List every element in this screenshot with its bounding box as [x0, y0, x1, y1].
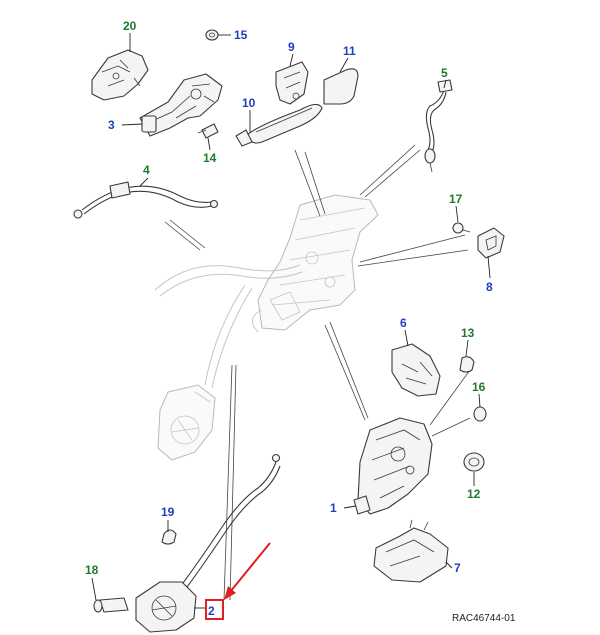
callout-2-highlight-box: [205, 599, 224, 620]
callout-5[interactable]: 5: [441, 66, 448, 80]
part-14-screw: [197, 123, 219, 139]
callout-11[interactable]: 11: [343, 44, 356, 58]
part-16-cap: [473, 406, 487, 422]
part-19-plug: [161, 529, 177, 545]
part-11-handle-cap: [323, 68, 359, 105]
part-20-cover: [91, 49, 149, 101]
part-2-actuator: [93, 453, 281, 633]
callout-17[interactable]: 17: [449, 192, 463, 206]
part-12-grommet: [463, 452, 485, 472]
part-8-striker: [477, 227, 505, 259]
part-13-cap: [459, 356, 475, 373]
callout-14[interactable]: 14: [203, 151, 217, 165]
ghost-cables: [154, 264, 303, 389]
callout-13[interactable]: 13: [461, 326, 475, 340]
callout-1[interactable]: 1: [330, 501, 337, 515]
callout-9[interactable]: 9: [288, 40, 295, 54]
callout-16[interactable]: 16: [472, 380, 486, 394]
part-6-latch-cover: [391, 343, 441, 397]
part-9-handle-insert: [275, 61, 309, 105]
callout-6[interactable]: 6: [400, 316, 407, 330]
leader-lines: [91, 33, 491, 609]
ghost-actuator: [157, 384, 216, 461]
callout-10[interactable]: 10: [242, 96, 256, 110]
part-5-release-cable: [424, 79, 453, 173]
callout-7[interactable]: 7: [454, 561, 461, 575]
part-15-grommet: [205, 29, 219, 41]
part-10-outer-handle: [235, 103, 323, 147]
reference-code: RAC46744-01: [452, 613, 516, 624]
callout-12[interactable]: 12: [467, 487, 481, 501]
part-7-latch-housing: [373, 519, 449, 583]
highlight-arrow: [224, 542, 271, 600]
callout-20[interactable]: 20: [123, 19, 137, 33]
callout-18[interactable]: 18: [85, 563, 99, 577]
callout-labels: 1 2 3 4 5 6 7 8 9 10 11 12 13 14 15 16 1…: [85, 19, 493, 618]
door-shell-ghost: [252, 194, 379, 333]
part-3-handle-bracket: [139, 73, 223, 137]
callout-15[interactable]: 15: [234, 28, 248, 42]
callout-4[interactable]: 4: [143, 163, 150, 177]
callout-8[interactable]: 8: [486, 280, 493, 294]
guide-lines: [164, 144, 471, 601]
callout-19[interactable]: 19: [161, 505, 175, 519]
callout-2[interactable]: 2: [208, 604, 215, 618]
part-1-door-latch: [353, 417, 433, 515]
callout-3[interactable]: 3: [108, 118, 115, 132]
part-17-bolt: [452, 222, 471, 234]
part-4-cable: [73, 181, 219, 219]
